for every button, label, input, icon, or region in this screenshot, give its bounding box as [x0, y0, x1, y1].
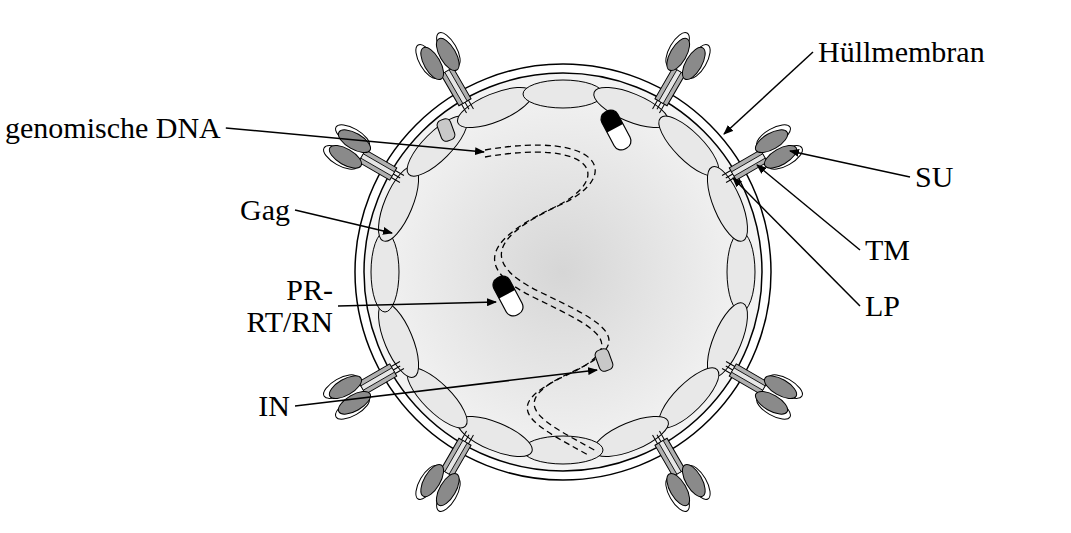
envelope-spike	[320, 120, 412, 196]
outer-membrane	[355, 64, 771, 480]
envelope-spike	[639, 29, 715, 121]
leader-line	[338, 302, 496, 306]
part-label: Hüllmembran	[818, 36, 985, 68]
genomic-dna	[485, 145, 609, 456]
leader-line	[724, 52, 813, 134]
part-label: TM	[865, 234, 910, 266]
part-label: SU	[915, 161, 953, 193]
gag-protein	[523, 80, 603, 108]
pr-rt-rn-enzyme	[598, 107, 634, 153]
leader-line	[226, 128, 484, 152]
pr-rt-rn-enzyme	[490, 273, 526, 319]
gag-ring	[370, 79, 755, 464]
enzyme-cap	[598, 107, 623, 132]
leader-line	[295, 370, 597, 406]
envelope-spike	[639, 423, 715, 515]
enzyme-body	[490, 273, 526, 319]
leader-line	[295, 210, 392, 233]
leader-line	[757, 165, 860, 250]
part-label: IN	[258, 390, 290, 422]
part-label: genomische DNA	[5, 112, 221, 144]
gag-protein	[371, 232, 399, 312]
envelope-spike	[411, 423, 487, 515]
integrase-body	[594, 347, 615, 372]
part-label: LP	[865, 290, 900, 322]
gag-protein	[523, 436, 603, 464]
leader-line	[733, 178, 860, 306]
integrase	[436, 117, 457, 142]
part-label: PR- RT/RN	[243, 274, 333, 338]
enzyme-cap	[490, 273, 515, 298]
leader-line	[790, 151, 910, 177]
envelope-spike	[320, 348, 412, 424]
envelope-spike	[411, 29, 487, 121]
integrase-body	[436, 117, 457, 142]
dna-strand	[485, 152, 602, 456]
envelope-spike	[714, 120, 806, 196]
part-label: Gag	[240, 194, 290, 226]
envelope-spike	[714, 348, 806, 424]
enzyme-body	[598, 107, 634, 153]
gag-protein	[727, 232, 755, 312]
dna-strand	[485, 145, 609, 452]
inner-membrane	[364, 73, 762, 471]
integrase	[594, 347, 615, 372]
